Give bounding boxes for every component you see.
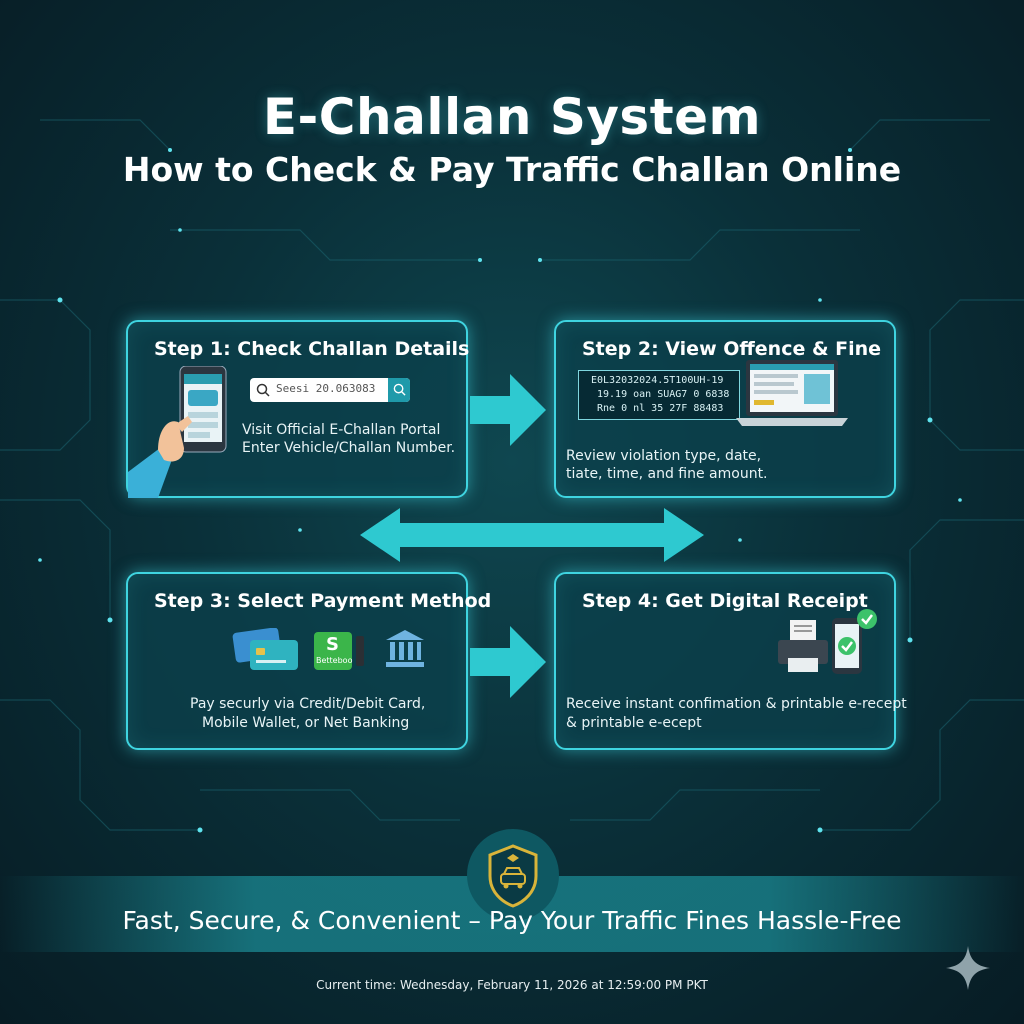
document-line: Rne 0 nl 35 27F 88483 (597, 403, 724, 414)
step-4-line-1: Receive instant confimation & printable … (566, 696, 907, 712)
step-3-line-2: Mobile Wallet, or Net Banking (202, 715, 410, 731)
search-icon (256, 383, 270, 397)
step-2-line-1: Review violation type, date, (566, 448, 762, 464)
search-button[interactable] (388, 378, 410, 402)
step-1-line-1: Visit Official E-Challan Portal (242, 422, 441, 438)
step-4-title: Step 4: Get Digital Receipt (582, 590, 868, 612)
document-line: E0L32032024.5T100UH-19 (591, 375, 724, 386)
wallet-icon: S Betteboo (314, 632, 352, 670)
step-1-title: Step 1: Check Challan Details (154, 338, 470, 360)
right-arrow-icon (470, 374, 546, 446)
fine-document: E0L32032024.5T100UH-19 19.19 oan SUAG7 0… (578, 370, 740, 420)
sparkle-icon (946, 946, 990, 990)
step-2-card: Step 2: View Offence & Fine E0L32032024.… (554, 320, 896, 498)
bank-icon (386, 630, 424, 667)
current-time-footer: Current time: Wednesday, February 11, 20… (316, 978, 708, 992)
wallet-clip (356, 636, 364, 666)
step-1-line-2: Enter Vehicle/Challan Number. (242, 440, 456, 456)
page-subtitle: How to Check & Pay Traffic Challan Onlin… (122, 150, 902, 189)
step-3-line-1: Pay securly via Credit/Debit Card, (190, 696, 426, 712)
tagline: Fast, Secure, & Convenient – Pay Your Tr… (122, 906, 902, 935)
step-4-line-2: & printable e-ecept (566, 715, 702, 731)
right-arrow-icon (470, 626, 546, 698)
step-4-card: Step 4: Get Digital Receipt Receive inst… (554, 572, 907, 750)
laptop-icon (736, 360, 848, 426)
phone-icon (832, 618, 862, 674)
search-icon (393, 383, 406, 396)
wallet-label: Betteboo (316, 656, 353, 665)
credit-card-icon (232, 628, 298, 670)
printer-icon (778, 620, 828, 672)
step-2-title: Step 2: View Offence & Fine (582, 338, 882, 360)
step-1-card: Step 1: Check Challan Details Seesi 20.0… (126, 320, 470, 498)
page-title: E-Challan System (262, 88, 762, 146)
shield-car-icon (467, 829, 559, 921)
document-line: 19.19 oan SUAG7 0 6838 (597, 389, 730, 400)
step-2-line-2: tiate, time, and fine amount. (566, 466, 768, 482)
step-3-card: Step 3: Select Payment Method S Betteboo… (126, 572, 491, 750)
double-arrow-icon (360, 508, 704, 562)
checkmark-icon (857, 609, 877, 629)
search-input-value: Seesi 20.063083 (276, 382, 376, 395)
phone-icon (179, 366, 227, 453)
step-3-title: Step 3: Select Payment Method (154, 590, 492, 612)
hand-icon (128, 416, 192, 498)
search-input[interactable]: Seesi 20.063083 (250, 378, 410, 402)
